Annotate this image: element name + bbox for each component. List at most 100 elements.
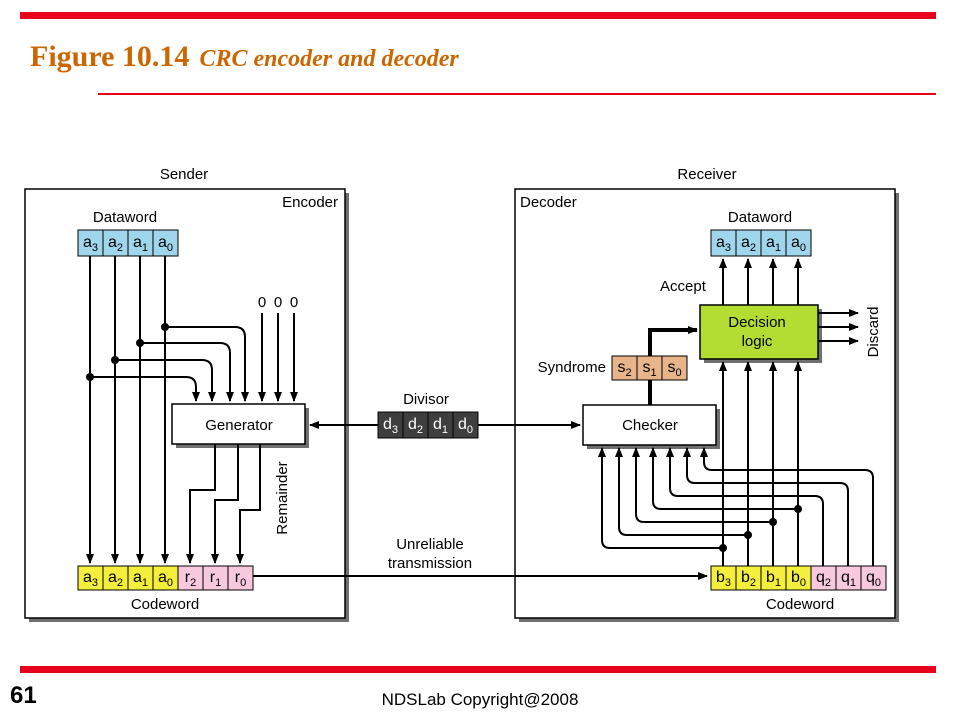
divisor-cell-3 — [452, 411, 479, 439]
sender-dataword-cell-3 — [152, 229, 179, 257]
feedback-wire-1 — [615, 447, 748, 536]
zero-bit-1: 0 — [274, 294, 282, 311]
sender-codeword-remainder-cell-0 — [177, 565, 204, 591]
decision-label-2: logic — [742, 333, 773, 350]
sender-dataword-cell-0 — [77, 229, 104, 257]
syndrome-bit-2: s0 — [667, 359, 681, 379]
sender-codeword-data-cell-0 — [77, 565, 104, 591]
sender-dataword-bit-2: a1 — [133, 234, 148, 254]
receiver-dataword-cell-3 — [785, 229, 812, 257]
feedback-dot-3 — [794, 505, 802, 513]
sender-codeword-data-cell-2 — [127, 565, 154, 591]
receiver-codeword-data-cell-0 — [710, 565, 737, 591]
sender-codeword-remainder-cell-2 — [227, 565, 254, 591]
receiver-codeword-data-bit-3: b0 — [791, 569, 806, 589]
feedback-dot-1 — [744, 531, 752, 539]
receiver-codeword-data-bit-1: b2 — [741, 569, 756, 589]
checker-box — [582, 404, 717, 446]
remainder-wire-2 — [236, 444, 261, 564]
tap-dot-2 — [111, 356, 119, 364]
tap-dot-1 — [136, 339, 144, 347]
decoder-box — [514, 188, 896, 619]
divisor-bit-1: d2 — [408, 416, 423, 436]
receiver-codeword-remainder-bit-1: q1 — [841, 569, 856, 589]
feedback-dot-2 — [769, 518, 777, 526]
syndrome-bit-1: s1 — [642, 359, 656, 379]
sender-codeword-remainder-bit-2: r0 — [235, 569, 246, 589]
receiver-dataword-bit-2: a1 — [766, 234, 781, 254]
slide-title: Figure 10.14 CRC encoder and decoder — [30, 40, 459, 74]
sender-dataword-bit-3: a0 — [158, 234, 173, 254]
receiver-dataword-bit-3: a0 — [791, 234, 806, 254]
divisor-bit-2: d1 — [433, 416, 448, 436]
feedback-wire-5 — [683, 447, 849, 566]
divisor-cell-0 — [377, 411, 404, 439]
decision-label-1: Decision — [728, 314, 786, 331]
sender-codeword-data-bit-0: a3 — [83, 569, 98, 589]
receiver-codeword-data-cell-1 — [735, 565, 762, 591]
receiver-codeword-remainder-bit-2: q0 — [866, 569, 881, 589]
sender-codeword-remainder-bit-0: r2 — [185, 569, 196, 589]
receiver-codeword-label: Codeword — [766, 596, 834, 613]
encoder-label: Encoder — [282, 194, 338, 211]
feedback-wire-2 — [632, 447, 773, 523]
divisor-label: Divisor — [403, 391, 449, 408]
divisor-bit-0: d3 — [383, 416, 398, 436]
sender-dataword-cell-1 — [102, 229, 129, 257]
syndrome-bit-0: s2 — [617, 359, 631, 379]
discard-label: Discard — [865, 307, 882, 358]
zero-bit-2: 0 — [290, 294, 298, 311]
decoder-label: Decoder — [520, 194, 577, 211]
sender-codeword-label: Codeword — [131, 596, 199, 613]
bottom-rule — [20, 666, 936, 673]
tap-wire-0 — [165, 326, 249, 402]
remainder-label: Remainder — [274, 461, 291, 534]
receiver-codeword-data-bit-0: b3 — [716, 569, 731, 589]
sender-codeword-data-bit-1: a2 — [108, 569, 123, 589]
sender-label: Sender — [160, 166, 208, 183]
figure-caption: CRC encoder and decoder — [199, 46, 459, 72]
receiver-dataword-bit-0: a3 — [716, 234, 731, 254]
divisor-cell-2 — [427, 411, 454, 439]
receiver-dataword-label: Dataword — [728, 209, 792, 226]
sender-codeword-data-cell-1 — [102, 565, 129, 591]
feedback-wire-3 — [649, 447, 798, 510]
feedback-dot-0 — [719, 544, 727, 552]
zero-bit-0: 0 — [258, 294, 266, 311]
receiver-codeword-remainder-cell-2 — [860, 565, 887, 591]
generator-label: Generator — [205, 417, 273, 434]
tap-dot-0 — [161, 323, 169, 331]
receiver-codeword-data-cell-2 — [760, 565, 787, 591]
channel-label-2: transmission — [388, 555, 472, 572]
feedback-wire-0 — [598, 447, 723, 549]
syndrome-cell-1 — [636, 355, 663, 381]
receiver-dataword-cell-1 — [735, 229, 762, 257]
sender-codeword-data-cell-3 — [152, 565, 179, 591]
tap-wire-3 — [90, 376, 200, 402]
sender-codeword-remainder-cell-1 — [202, 565, 229, 591]
receiver-codeword-remainder-cell-1 — [835, 565, 862, 591]
tap-dot-3 — [86, 373, 94, 381]
feedback-wire-6 — [700, 447, 874, 566]
sender-dataword-label: Dataword — [93, 209, 157, 226]
footer-copyright: NDSLab Copyright@2008 — [381, 690, 579, 709]
figure-number: Figure 10.14 — [30, 40, 190, 73]
remainder-wire-0 — [186, 444, 216, 564]
channel-label-1: Unreliable — [396, 536, 464, 553]
receiver-codeword-remainder-bit-0: q2 — [816, 569, 831, 589]
syndrome-label: Syndrome — [538, 359, 606, 376]
sender-dataword-bit-1: a2 — [108, 234, 123, 254]
divisor-bit-3: d0 — [458, 416, 473, 436]
sender-dataword-cell-2 — [127, 229, 154, 257]
receiver-codeword-data-cell-3 — [785, 565, 812, 591]
sender-dataword-bit-0: a3 — [83, 234, 98, 254]
sender-codeword-data-bit-2: a1 — [133, 569, 148, 589]
syndrome-cell-0 — [611, 355, 638, 381]
tap-wire-1 — [140, 342, 234, 402]
tap-wire-2 — [115, 359, 216, 402]
feedback-wire-4 — [666, 447, 824, 566]
top-rule — [20, 12, 936, 19]
receiver-label: Receiver — [677, 166, 736, 183]
